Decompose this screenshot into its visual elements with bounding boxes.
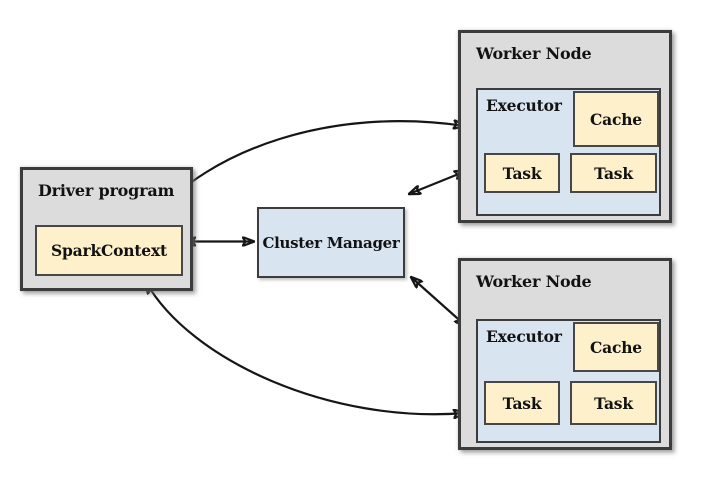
task-label: Task xyxy=(502,393,542,413)
cache-2-box: Cache xyxy=(573,322,659,372)
spark-context-label: SparkContext xyxy=(51,241,167,260)
spark-context-box: SparkContext xyxy=(35,225,183,276)
cache-1-label: Cache xyxy=(590,109,642,129)
cache-2-label: Cache xyxy=(590,337,642,357)
driver-program-box: Driver program SparkContext xyxy=(20,167,193,291)
task-box: Task xyxy=(484,381,560,425)
task-label: Task xyxy=(594,393,633,413)
task-label: Task xyxy=(502,163,542,183)
task-box: Task xyxy=(570,153,657,193)
executor-1-label: Executor xyxy=(486,96,562,115)
executor-1-box: Executor Cache Task Task xyxy=(476,88,661,216)
worker-node-2-title: Worker Node xyxy=(476,272,592,291)
executor-2-label: Executor xyxy=(486,327,562,346)
worker-node-1-box: Worker Node Executor Cache Task Task xyxy=(458,30,672,223)
driver-program-title: Driver program xyxy=(38,181,175,200)
task-box: Task xyxy=(484,153,560,193)
worker-node-1-title: Worker Node xyxy=(476,44,592,63)
executor-2-box: Executor Cache Task Task xyxy=(476,319,661,443)
arrow-sparkcontext-worker2-executor xyxy=(146,282,465,414)
cache-1-box: Cache xyxy=(573,91,659,147)
task-label: Task xyxy=(594,163,633,183)
cluster-manager-box: Cluster Manager xyxy=(257,207,405,278)
arrow-sparkcontext-worker1-executor xyxy=(152,121,465,218)
cluster-manager-label: Cluster Manager xyxy=(262,233,400,252)
task-box: Task xyxy=(570,381,657,425)
worker-node-2-box: Worker Node Executor Cache Task Task xyxy=(458,258,672,450)
